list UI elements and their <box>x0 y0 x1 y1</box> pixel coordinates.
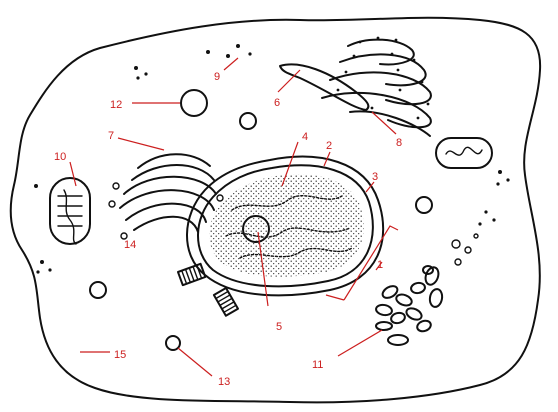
mitochondrion-right <box>436 138 492 168</box>
label-1: 1 <box>377 259 383 271</box>
label-4: 4 <box>302 131 308 143</box>
vesicle-cluster <box>375 265 443 345</box>
label-9: 9 <box>214 71 220 83</box>
label-14: 14 <box>124 239 136 251</box>
chromatin <box>209 174 363 276</box>
vesicle-13 <box>166 336 180 350</box>
label-3: 3 <box>372 171 378 183</box>
label-5: 5 <box>276 321 282 333</box>
label-15: 15 <box>114 349 126 361</box>
smooth-er <box>280 64 368 110</box>
golgi-apparatus <box>109 154 223 239</box>
label-7: 7 <box>108 130 114 142</box>
label-13: 13 <box>218 376 230 388</box>
label-12: 12 <box>110 99 122 111</box>
lysosome-small <box>240 113 256 129</box>
label-10: 10 <box>54 151 66 163</box>
lysosome-lower <box>90 282 106 298</box>
label-2: 2 <box>326 140 332 152</box>
vacuole <box>416 197 432 213</box>
centrioles <box>178 264 238 316</box>
label-11: 11 <box>312 359 323 371</box>
label-8: 8 <box>396 137 402 149</box>
label-6: 6 <box>274 97 280 109</box>
lysosome-large <box>181 90 207 116</box>
mitochondrion-left <box>50 178 90 244</box>
small-vesicles <box>452 234 478 265</box>
rough-er <box>322 37 431 136</box>
